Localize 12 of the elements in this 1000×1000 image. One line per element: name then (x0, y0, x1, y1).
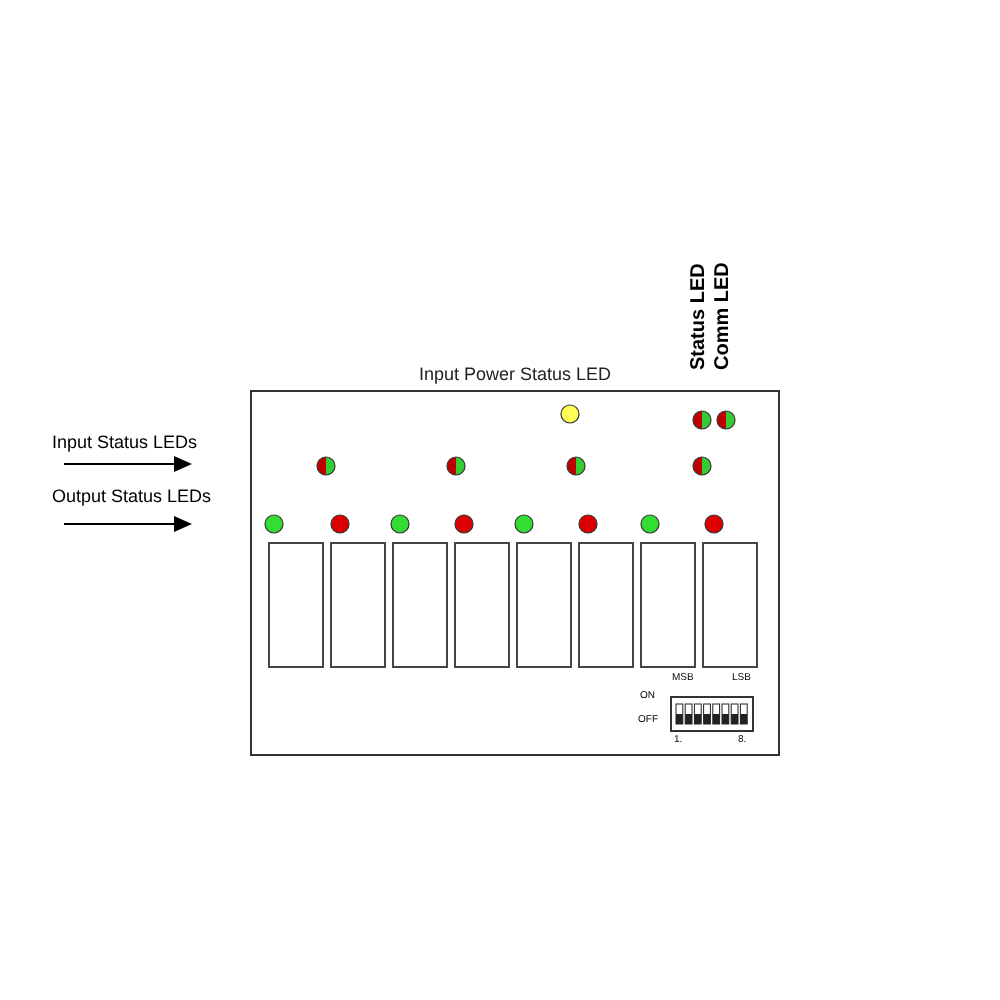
led-label: Comm LED (714, 262, 734, 370)
relay-box (454, 542, 510, 668)
indicator-label: Output Status LEDs (52, 488, 212, 506)
relay-box (516, 542, 572, 668)
led-label: Status LED (690, 263, 710, 370)
indicator-label: Input Status LEDs (52, 434, 198, 452)
relay-box (268, 542, 324, 668)
relay-box (640, 542, 696, 668)
relay-box (702, 542, 758, 668)
relay-box (392, 542, 448, 668)
relay-box (330, 542, 386, 668)
relay-box (578, 542, 634, 668)
